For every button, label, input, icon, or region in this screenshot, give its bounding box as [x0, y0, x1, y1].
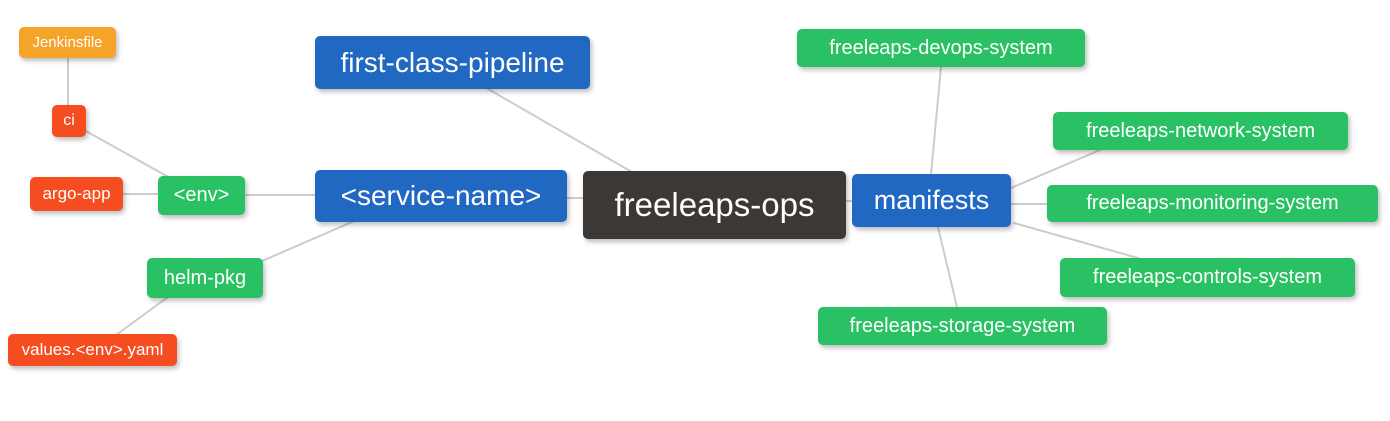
edge-manifests-to-freeleaps-storage-system: [937, 226, 958, 308]
node-argo-app[interactable]: argo-app: [30, 177, 123, 211]
node-helm-pkg[interactable]: helm-pkg: [147, 258, 263, 298]
node-label-freeleaps-monitoring-system: freeleaps-monitoring-system: [1086, 192, 1339, 214]
node-freeleaps-ops[interactable]: freeleaps-ops: [583, 171, 846, 239]
edge-helm-pkg-to-values-env-yaml: [115, 296, 169, 336]
edge-service-name-to-helm-pkg: [261, 221, 353, 262]
node-service-name[interactable]: <service-name>: [315, 170, 567, 222]
node-label-argo-app: argo-app: [42, 184, 111, 203]
node-freeleaps-devops-system[interactable]: freeleaps-devops-system: [797, 29, 1085, 67]
node-label-freeleaps-ops: freeleaps-ops: [614, 186, 815, 223]
node-label-first-class-pipeline: first-class-pipeline: [340, 46, 565, 78]
node-label-freeleaps-devops-system: freeleaps-devops-system: [829, 36, 1053, 59]
edge-manifests-to-freeleaps-controls-system: [1013, 222, 1139, 259]
node-label-env: <env>: [173, 184, 230, 206]
node-label-freeleaps-network-system: freeleaps-network-system: [1086, 119, 1315, 142]
node-label-freeleaps-storage-system: freeleaps-storage-system: [849, 314, 1076, 337]
node-manifests[interactable]: manifests: [852, 174, 1011, 227]
node-jenkinsfile[interactable]: Jenkinsfile: [19, 27, 116, 58]
node-label-service-name: <service-name>: [340, 180, 542, 211]
node-freeleaps-storage-system[interactable]: freeleaps-storage-system: [818, 307, 1107, 345]
node-values-env-yaml[interactable]: values.<env>.yaml: [8, 334, 177, 366]
edge-first-class-pipeline-to-freeleaps-ops: [487, 88, 633, 173]
node-label-ci: ci: [63, 112, 75, 129]
node-label-jenkinsfile: Jenkinsfile: [32, 34, 103, 51]
edge-manifests-to-freeleaps-network-system: [1010, 149, 1101, 189]
node-freeleaps-monitoring-system[interactable]: freeleaps-monitoring-system: [1047, 185, 1378, 222]
node-label-values-env-yaml: values.<env>.yaml: [21, 340, 164, 359]
node-ci[interactable]: ci: [52, 105, 86, 137]
node-label-manifests: manifests: [873, 185, 990, 215]
node-first-class-pipeline[interactable]: first-class-pipeline: [315, 36, 590, 89]
node-label-freeleaps-controls-system: freeleaps-controls-system: [1093, 266, 1322, 288]
node-freeleaps-network-system[interactable]: freeleaps-network-system: [1053, 112, 1348, 150]
node-env[interactable]: <env>: [158, 176, 245, 215]
node-freeleaps-controls-system[interactable]: freeleaps-controls-system: [1060, 258, 1355, 297]
edge-manifests-to-freeleaps-devops-system: [930, 66, 942, 175]
node-label-helm-pkg: helm-pkg: [163, 266, 247, 289]
edge-ci-to-env: [83, 129, 173, 180]
